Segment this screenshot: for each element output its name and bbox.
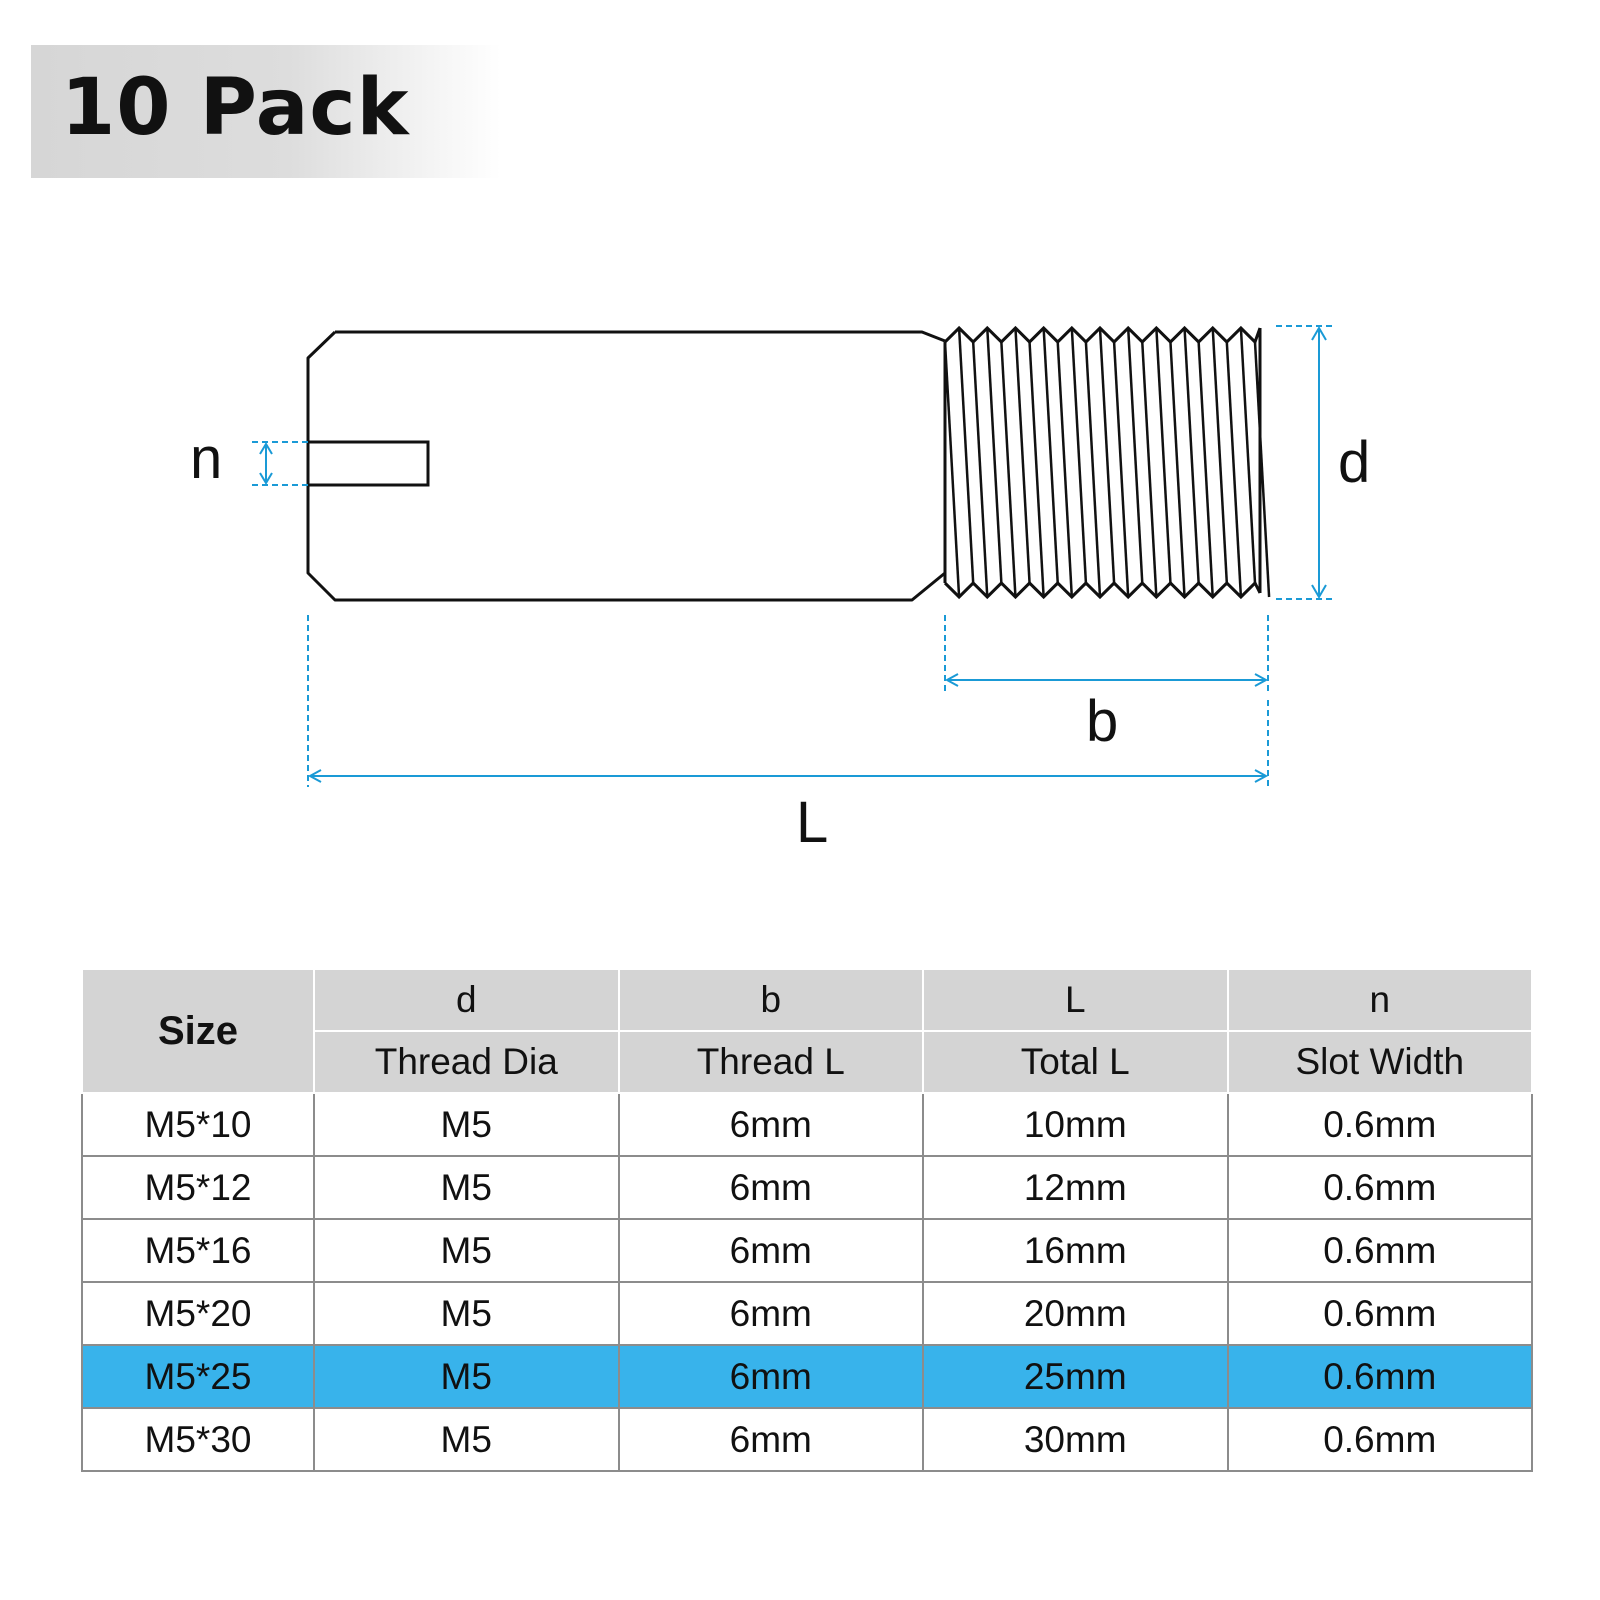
size-header: Size <box>81 970 315 1094</box>
thread-line <box>957 327 975 584</box>
thread-dia-cell: M5 <box>313 1281 620 1346</box>
thread-line <box>1253 341 1271 598</box>
thread-line <box>1112 341 1130 598</box>
thread-line <box>1056 341 1074 598</box>
table-row: M5*10 M5 6mm 10mm 0.6mm <box>81 1092 1533 1157</box>
thread-dia-cell: M5 <box>313 1155 620 1220</box>
thread-dia-cell: M5 <box>313 1092 620 1157</box>
thread-dia-cell: M5 <box>313 1407 620 1472</box>
header-symbol-n: n <box>1226 970 1533 1032</box>
pack-title: 10 Pack <box>61 63 410 153</box>
thread-length-cell: 6mm <box>617 1407 924 1472</box>
slot-width-cell: 0.6mm <box>1226 1218 1533 1283</box>
thread-length-cell: 6mm <box>617 1218 924 1283</box>
total-length-cell: 30mm <box>922 1407 1229 1472</box>
n-dimension <box>252 441 308 486</box>
size-cell: M5*12 <box>81 1155 315 1220</box>
total-length-cell: 16mm <box>922 1218 1229 1283</box>
header-name-thread-dia: Thread Dia <box>313 1030 620 1094</box>
thread-dia-cell: M5 <box>313 1344 620 1409</box>
slot-width-cell: 0.6mm <box>1226 1407 1533 1472</box>
b-label: b <box>1086 689 1118 754</box>
screw-slot <box>308 440 430 487</box>
size-cell: M5*10 <box>81 1092 315 1157</box>
thread-line <box>1239 327 1257 584</box>
total-length-cell: 10mm <box>922 1092 1229 1157</box>
thread-length-cell: 6mm <box>617 1281 924 1346</box>
slot-width-cell: 0.6mm <box>1226 1344 1533 1409</box>
d-label: d <box>1338 430 1370 495</box>
thread-line <box>986 327 1003 584</box>
thread-line <box>1169 341 1186 598</box>
spec-table: Size d b L n Thread Dia Thread L Total L… <box>81 970 1533 1472</box>
size-cell: M5*25 <box>81 1344 315 1409</box>
thread-line <box>1126 327 1144 584</box>
header-name-total-length: Total L <box>922 1030 1229 1094</box>
thread-line <box>971 341 989 598</box>
header-symbol-L: L <box>922 970 1229 1032</box>
L-dimension <box>307 615 1269 787</box>
size-cell: M5*30 <box>81 1407 315 1472</box>
screw-thread <box>943 325 1271 600</box>
L-label: L <box>796 790 828 855</box>
screw-body-outline <box>306 330 946 602</box>
thread-length-cell: 6mm <box>617 1155 924 1220</box>
thread-line <box>1014 327 1031 584</box>
thread-length-cell: 6mm <box>617 1092 924 1157</box>
screw-diagram: n d b L <box>190 325 1370 855</box>
thread-crest-bottom <box>943 580 1262 600</box>
total-length-cell: 25mm <box>922 1344 1229 1409</box>
total-length-cell: 20mm <box>922 1281 1229 1346</box>
b-dimension <box>944 615 1269 692</box>
size-cell: M5*16 <box>81 1218 315 1283</box>
thread-line <box>1141 341 1158 598</box>
thread-line <box>1028 341 1045 598</box>
header-symbol-b: b <box>617 970 924 1032</box>
thread-crest-top <box>943 325 1262 345</box>
thread-line <box>1000 341 1017 598</box>
header-name-slot-width: Slot Width <box>1226 1030 1533 1094</box>
table-row: M5*20 M5 6mm 20mm 0.6mm <box>81 1281 1533 1346</box>
d-dimension <box>1276 325 1332 600</box>
thread-line <box>1155 327 1172 584</box>
size-cell: M5*20 <box>81 1281 315 1346</box>
thread-dia-cell: M5 <box>313 1218 620 1283</box>
table-row: M5*12 M5 6mm 12mm 0.6mm <box>81 1155 1533 1220</box>
table-row: M5*30 M5 6mm 30mm 0.6mm <box>81 1407 1533 1472</box>
table-row-highlighted: M5*25 M5 6mm 25mm 0.6mm <box>81 1344 1533 1409</box>
thread-length-cell: 6mm <box>617 1344 924 1409</box>
pack-banner: 10 Pack <box>31 45 501 178</box>
thread-line <box>1098 327 1116 584</box>
slot-width-cell: 0.6mm <box>1226 1155 1533 1220</box>
thread-line <box>1225 341 1243 598</box>
thread-line <box>1042 327 1059 584</box>
header-name-thread-length: Thread L <box>617 1030 924 1094</box>
thread-line <box>1197 341 1214 598</box>
thread-line <box>943 341 961 598</box>
header-symbol-d: d <box>313 970 620 1032</box>
thread-line <box>1183 327 1200 584</box>
total-length-cell: 12mm <box>922 1155 1229 1220</box>
slot-width-cell: 0.6mm <box>1226 1281 1533 1346</box>
thread-line <box>1211 327 1229 584</box>
thread-line <box>1070 327 1088 584</box>
table-row: M5*16 M5 6mm 16mm 0.6mm <box>81 1218 1533 1283</box>
n-label: n <box>190 426 222 491</box>
thread-line <box>1084 341 1102 598</box>
slot-width-cell: 0.6mm <box>1226 1092 1533 1157</box>
